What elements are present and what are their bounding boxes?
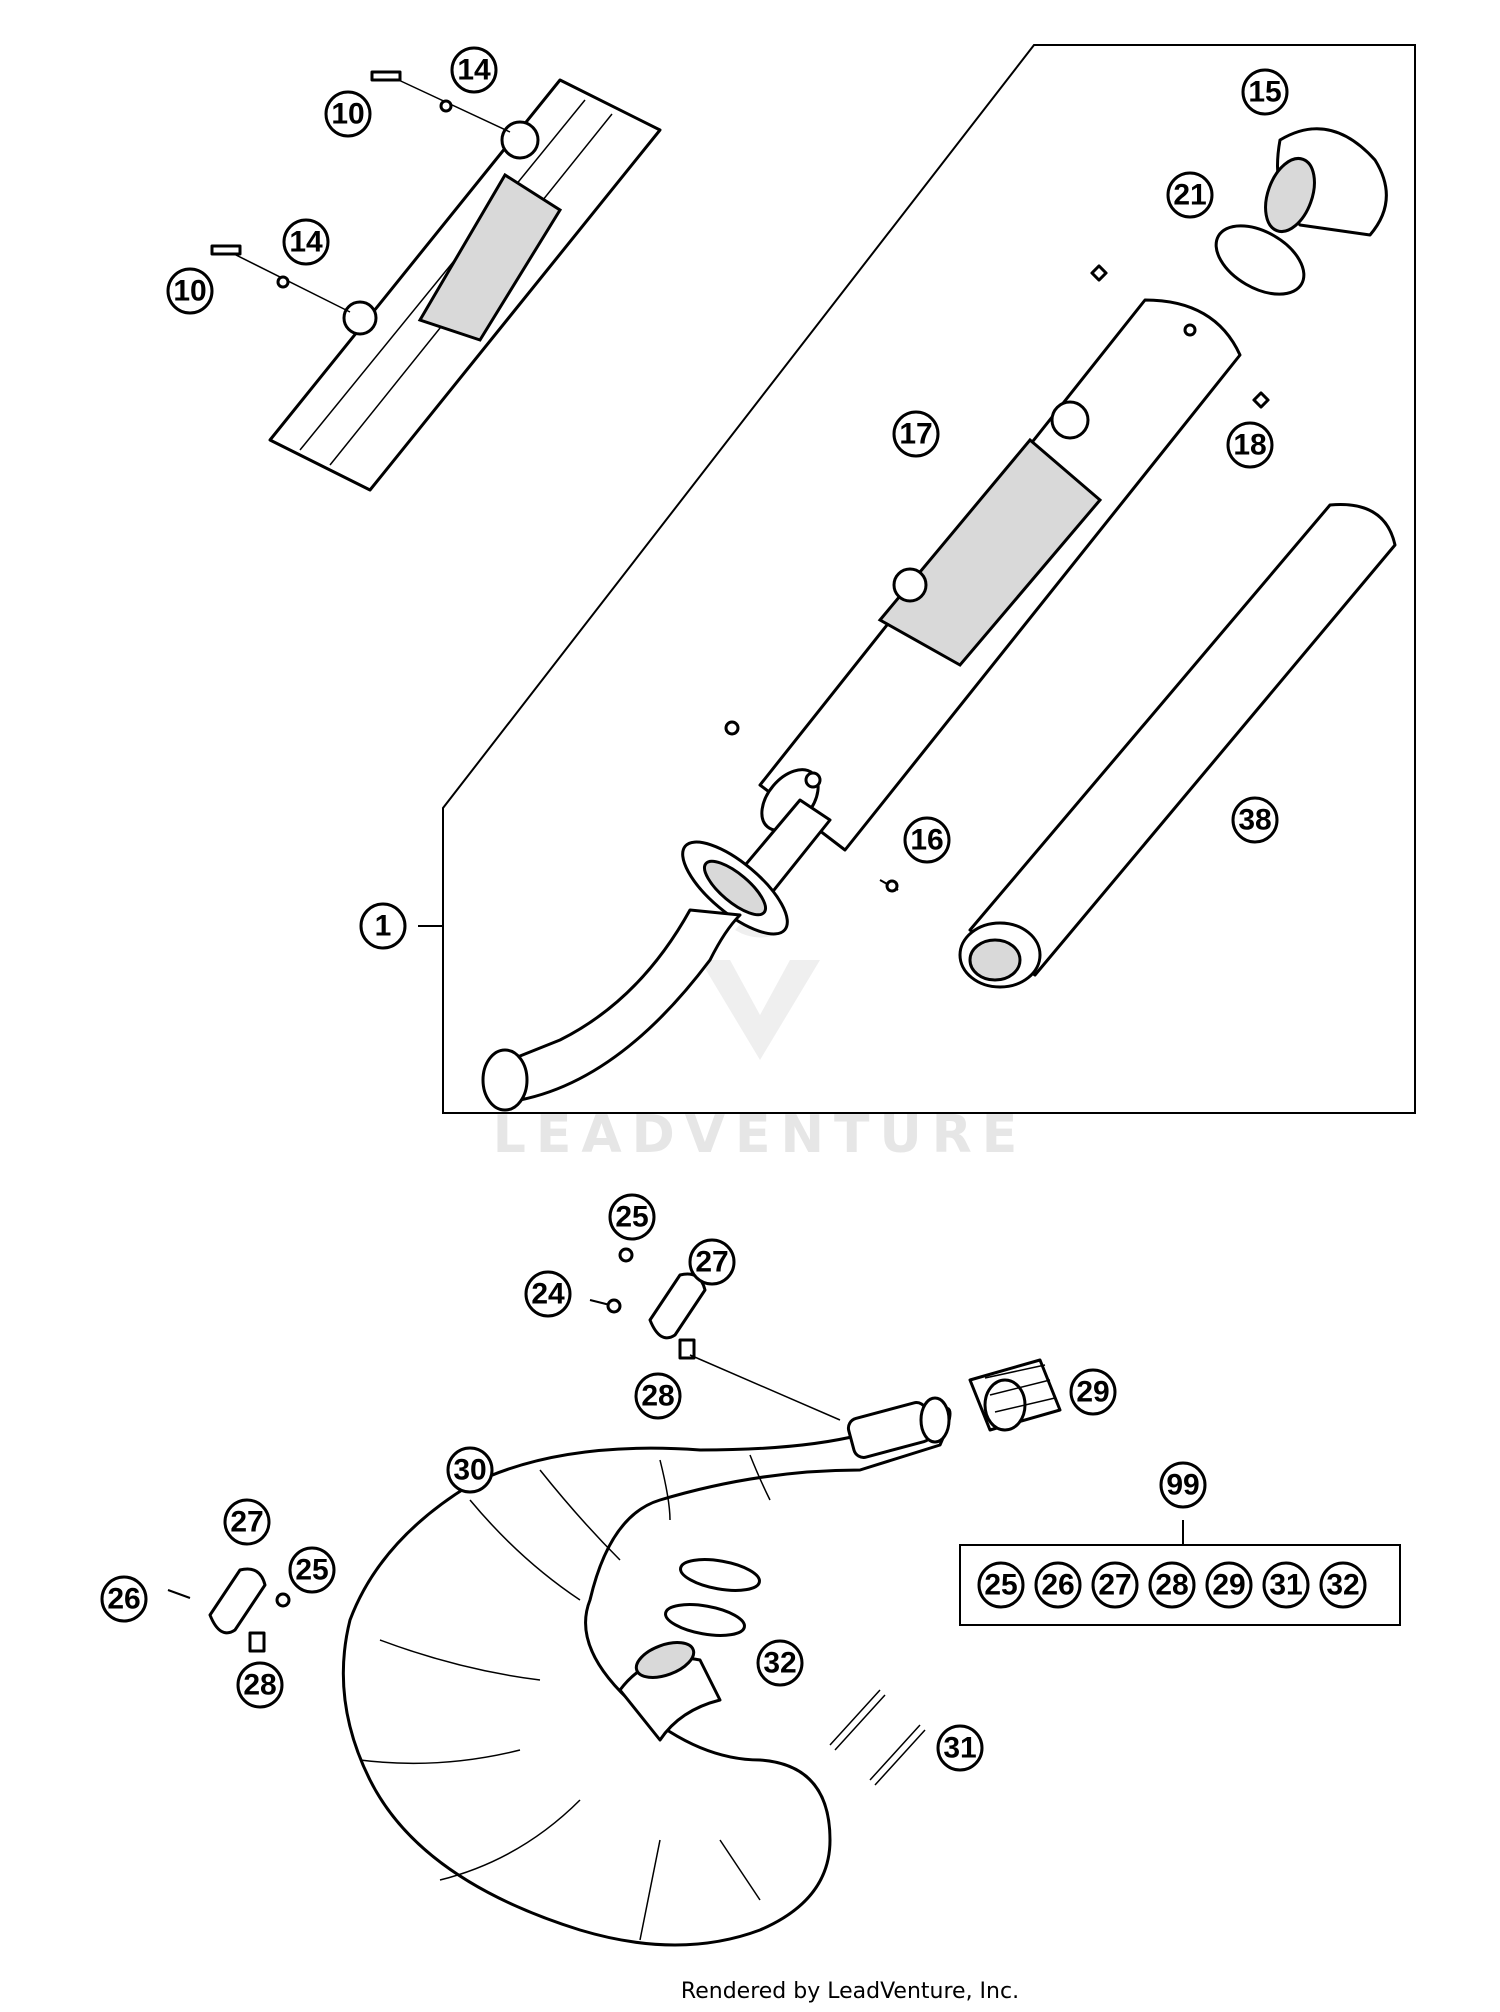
callout-26: 26 <box>100 1575 148 1623</box>
svg-text:24: 24 <box>531 1278 565 1311</box>
callout-27: 27 <box>688 1238 736 1286</box>
svg-text:18: 18 <box>1233 429 1266 462</box>
callout-27: 27 <box>223 1498 271 1546</box>
callout-28: 28 <box>634 1372 682 1420</box>
callout-30: 30 <box>446 1446 494 1494</box>
flange-spring-29 <box>968 1358 1062 1432</box>
clamp-detail <box>210 70 662 492</box>
kit-item: 28 <box>1148 1561 1196 1609</box>
watermark: LEADVENTURE <box>493 915 1028 1165</box>
watermark-text: LEADVENTURE <box>493 1105 1028 1165</box>
svg-text:1: 1 <box>375 910 392 943</box>
kit-item: 29 <box>1205 1561 1253 1609</box>
svg-text:10: 10 <box>173 275 206 308</box>
svg-text:99: 99 <box>1166 1469 1199 1502</box>
svg-text:17: 17 <box>899 418 932 451</box>
callout-24: 24 <box>524 1270 572 1318</box>
inner-pipe <box>481 798 832 1112</box>
screw-16 <box>879 879 899 893</box>
silencer-body <box>724 298 1242 852</box>
svg-text:31: 31 <box>943 1732 976 1765</box>
callout-10: 10 <box>166 267 214 315</box>
callout-10: 10 <box>324 90 372 138</box>
callout-15: 15 <box>1241 68 1289 116</box>
svg-text:29: 29 <box>1076 1376 1109 1409</box>
bracket-lower <box>167 1567 291 1653</box>
callout-25: 25 <box>288 1546 336 1594</box>
svg-text:38: 38 <box>1238 804 1271 837</box>
callout-17: 17 <box>892 410 940 458</box>
expansion-chamber <box>341 1396 952 1947</box>
callout-38: 38 <box>1231 796 1279 844</box>
kit-item: 31 <box>1262 1561 1310 1609</box>
packing-tube <box>958 503 1397 989</box>
kit-item: 26 <box>1034 1561 1082 1609</box>
callout-32: 32 <box>756 1639 804 1687</box>
svg-text:28: 28 <box>243 1669 276 1702</box>
svg-text:26: 26 <box>1041 1569 1074 1602</box>
svg-text:28: 28 <box>1155 1569 1188 1602</box>
callout-29: 29 <box>1069 1368 1117 1416</box>
callout-21: 21 <box>1166 171 1214 219</box>
footer-credit: Rendered by LeadVenture, Inc. <box>681 1979 1019 2004</box>
o-rings-32 <box>664 1558 761 1637</box>
svg-text:16: 16 <box>910 824 943 857</box>
callout-16: 16 <box>903 816 951 864</box>
kit-item: 32 <box>1319 1561 1367 1609</box>
svg-text:27: 27 <box>695 1246 728 1279</box>
callout-14: 14 <box>282 218 330 266</box>
svg-text:15: 15 <box>1248 76 1281 109</box>
callout-18: 18 <box>1226 421 1274 469</box>
callout-25: 25 <box>608 1193 656 1241</box>
callout-28: 28 <box>236 1661 284 1709</box>
svg-text:14: 14 <box>289 226 323 259</box>
kit-item: 27 <box>1091 1561 1139 1609</box>
svg-text:27: 27 <box>1098 1569 1131 1602</box>
svg-text:31: 31 <box>1269 1569 1302 1602</box>
svg-text:28: 28 <box>641 1380 674 1413</box>
svg-text:25: 25 <box>615 1201 648 1234</box>
svg-text:27: 27 <box>230 1506 263 1539</box>
callout-1: 1 <box>359 902 407 950</box>
kit-box <box>959 1544 1401 1626</box>
end-cap <box>1090 127 1388 409</box>
svg-text:14: 14 <box>457 54 491 87</box>
callout-99: 99 <box>1159 1461 1207 1509</box>
svg-text:25: 25 <box>295 1554 328 1587</box>
svg-text:32: 32 <box>763 1647 796 1680</box>
svg-text:10: 10 <box>331 98 364 131</box>
callout-14: 14 <box>450 46 498 94</box>
svg-text:30: 30 <box>453 1454 486 1487</box>
callout-31: 31 <box>936 1724 984 1772</box>
svg-text:25: 25 <box>984 1569 1017 1602</box>
svg-text:29: 29 <box>1212 1569 1245 1602</box>
svg-text:32: 32 <box>1326 1569 1359 1602</box>
svg-text:21: 21 <box>1173 179 1206 212</box>
svg-text:26: 26 <box>107 1583 140 1616</box>
bracket-upper <box>589 1247 841 1421</box>
kit-item: 25 <box>977 1561 1025 1609</box>
springs-31 <box>829 1689 926 1786</box>
assembly-box <box>442 44 1416 1114</box>
